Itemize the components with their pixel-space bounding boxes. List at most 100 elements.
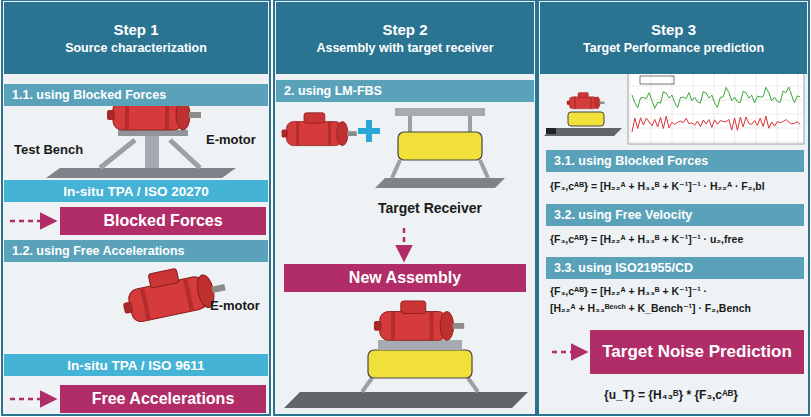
- free-motor-scene: [118, 259, 229, 325]
- prediction-chart-scene-part-part: [629, 142, 803, 143]
- prediction-chart-scene-part: [640, 76, 674, 84]
- column-panels-part: [538, 0, 809, 415]
- prediction-chart-scene-part-part: [651, 73, 652, 143]
- assembly-parts-scene: [282, 108, 505, 188]
- new-assembly-scene-part: [368, 350, 472, 378]
- free-motor-scene-part-part: [118, 259, 229, 325]
- prediction-chart-scene-part-part: [630, 73, 631, 143]
- prediction-chart-scene-part: [632, 116, 800, 132]
- test-bench-scene-part: [170, 140, 200, 168]
- dashed-arrows-part: [10, 220, 54, 223]
- prediction-chart-scene-part: [628, 72, 804, 144]
- assembly-parts-scene-part: [398, 132, 482, 160]
- box-title: 3.3. using ISO21955/CD: [554, 261, 796, 275]
- prediction-chart-scene-part: [629, 73, 803, 143]
- formula: [H₂₂ᴬ + H₃₃ᴮᵉⁿᶜʰ + K_Bench⁻¹] · F₂,Bench: [550, 302, 751, 314]
- part-label: Test Bench: [14, 142, 83, 157]
- box-subtitle: Assembly with target receiver: [276, 40, 534, 57]
- step-header: Step 1Source characterization: [4, 2, 268, 74]
- result-box: Target Noise Prediction: [590, 330, 804, 374]
- box-title: Target Noise Prediction: [598, 342, 796, 362]
- prediction-chart-scene-part: [567, 92, 605, 108]
- dashed-arrows-part: [10, 398, 54, 401]
- result-box: New Assembly: [284, 264, 526, 292]
- assembly-parts-scene-part: [468, 116, 472, 134]
- new-assembly-scene: [284, 301, 528, 408]
- assembly-parts-scene-part: [392, 160, 400, 178]
- method-band: 3.1. using Blocked Forces: [546, 150, 804, 172]
- prediction-chart-scene-part-part: [756, 73, 757, 143]
- part-label: E-motor: [210, 298, 260, 313]
- assembly-parts-scene-part: [375, 178, 505, 188]
- box-title: 2. using LM-FBS: [284, 84, 526, 98]
- new-assembly-scene-part: [374, 301, 464, 340]
- column-panels-part: [2, 0, 270, 415]
- prediction-chart-scene-part: [544, 128, 622, 136]
- box-title: In-situ TPA / ISO 20270: [10, 184, 262, 199]
- method-band: 3.3. using ISO21955/CD: [546, 257, 804, 279]
- box-title: In-situ TPA / ISO 9611: [10, 358, 262, 373]
- part-label: E-motor: [206, 132, 256, 147]
- assembly-parts-scene-part: [480, 160, 488, 178]
- result-box: Free Accelerations: [60, 385, 266, 413]
- new-assembly-scene-part: [468, 378, 478, 392]
- formula: {F₃,cᴬᴮ} = [H₂₂ᴬ + H₃₃ᴮ + K⁻¹]⁻¹ · u₂,fr…: [550, 233, 743, 245]
- formula: {F₃,cᴬᴮ} = [H₂₂ᴬ + H₃₃ᴮ + K⁻¹]⁻¹ ·: [550, 285, 707, 297]
- standard-band: In-situ TPA / ISO 9611: [4, 354, 268, 376]
- assembly-parts-scene-part: [408, 116, 412, 134]
- dashed-arrows: [10, 221, 585, 399]
- new-assembly-scene-part: [378, 340, 462, 350]
- prediction-chart-scene-part-part: [735, 73, 736, 143]
- assembly-parts-scene-part: [395, 108, 485, 116]
- box-subtitle: Target Performance prediction: [540, 40, 807, 57]
- box-title: 3.1. using Blocked Forces: [554, 154, 796, 168]
- test-bench-scene-part: [100, 140, 135, 168]
- new-assembly-scene-part: [284, 392, 528, 408]
- prediction-chart-scene-part-part: [672, 73, 673, 143]
- assembly-parts-scene-part: [366, 120, 372, 142]
- method-band: 1.1. using Blocked Forces: [4, 84, 268, 106]
- box-title: Free Accelerations: [66, 390, 260, 408]
- prediction-chart-scene-part-part: [714, 73, 715, 143]
- box-title: New Assembly: [290, 269, 520, 287]
- box-title: Step 1: [4, 19, 268, 40]
- step-header: Step 2Assembly with target receiver: [276, 2, 534, 74]
- dashed-arrows-part: [552, 351, 585, 354]
- prediction-chart-scene-part-part: [629, 128, 803, 129]
- box-title: Blocked Forces: [66, 212, 260, 230]
- free-motor-scene-part: [118, 259, 229, 325]
- dashed-arrows-part: [403, 228, 406, 259]
- box-title: 3.2. using Free Velocity: [554, 208, 796, 222]
- prediction-chart-scene-part-part: [629, 86, 803, 87]
- box-title: 1.2. using Free Accelerations: [12, 244, 260, 258]
- prediction-chart-scene-part-part: [798, 73, 799, 143]
- method-band: 2. using LM-FBS: [276, 80, 534, 102]
- prediction-chart-scene: [544, 72, 804, 144]
- prediction-chart-scene-part: [546, 128, 556, 134]
- formula: {F₃,cᴬᴮ} = [H₂₂ᴬ + H₃₃ᴮ + K⁻¹]⁻¹ · H₂₂ᴬ …: [550, 180, 765, 192]
- step-header: Step 3Target Performance prediction: [540, 2, 807, 74]
- assembly-parts-scene-part: [282, 113, 357, 146]
- column-panels-part: [274, 0, 536, 415]
- new-assembly-scene-part: [362, 378, 372, 392]
- box-title: Step 3: [540, 19, 807, 40]
- method-band: 3.2. using Free Velocity: [546, 204, 804, 226]
- result-box: Blocked Forces: [60, 207, 266, 235]
- test-bench-scene-part: [145, 132, 159, 168]
- prediction-chart-scene-part: [568, 112, 604, 126]
- prediction-chart-scene-part-part: [693, 73, 694, 143]
- test-bench-scene-part: [46, 168, 236, 178]
- prediction-chart-scene-part-part: [777, 73, 778, 143]
- box-title: 1.1. using Blocked Forces: [12, 88, 260, 102]
- box-subtitle: Source characterization: [4, 40, 268, 57]
- box-title: Step 2: [276, 19, 534, 40]
- prediction-chart-scene-part-part: [629, 114, 803, 115]
- standard-band: In-situ TPA / ISO 20270: [4, 180, 268, 202]
- prediction-chart-scene-part: [632, 87, 800, 108]
- formula: {u_T} = {H₄₃ᴮ} * {F₃,cᴬᴮ}: [604, 388, 738, 402]
- part-label: Target Receiver: [378, 200, 482, 216]
- test-bench-scene-part: [118, 130, 188, 136]
- method-band: 1.2. using Free Accelerations: [4, 240, 268, 262]
